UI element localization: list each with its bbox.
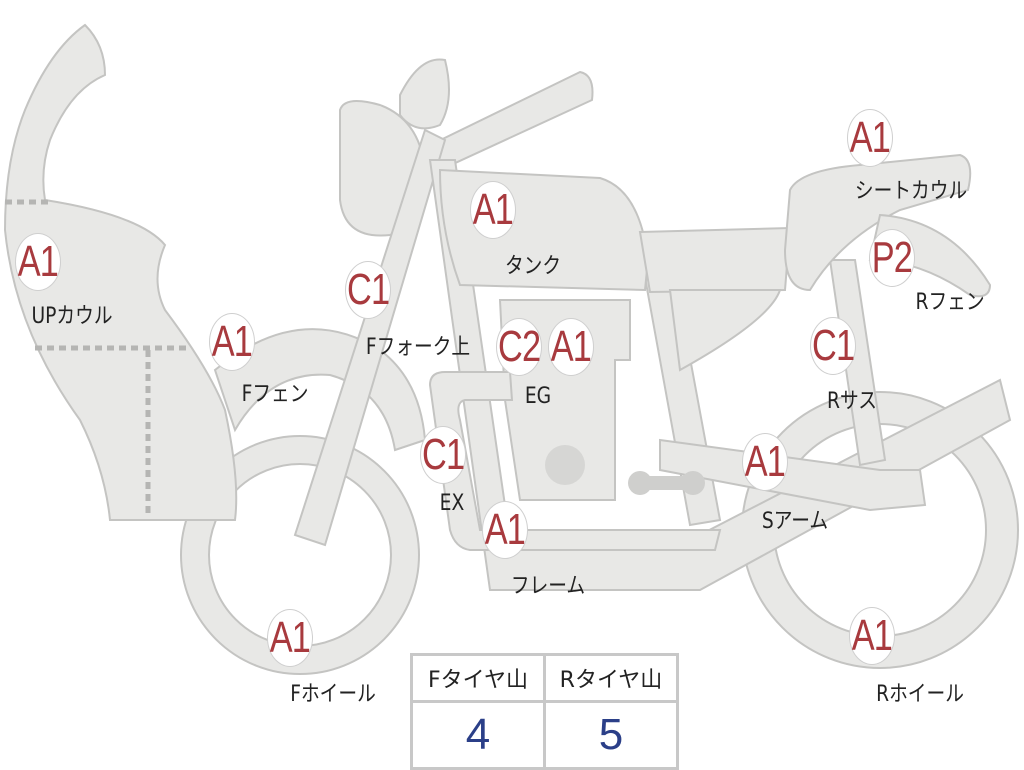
front-tire-value: 4 — [410, 700, 546, 770]
label-exhaust: EX — [439, 491, 465, 516]
grade-badge-engine-2: A1 — [548, 318, 594, 376]
rear-tire-header: Rタイヤ山 — [543, 653, 679, 703]
label-tank: タンク — [504, 254, 562, 279]
grade-badge-swing-arm: A1 — [742, 433, 788, 491]
swing-arm-shape — [659, 438, 927, 512]
label-rear-suspension: Rサス — [826, 389, 878, 414]
grade-badge-exhaust: C1 — [420, 426, 466, 484]
label-front-fender: Fフェン — [241, 382, 309, 407]
grade-badge-frame: A1 — [482, 501, 528, 559]
grade-badge-front-wheel: A1 — [267, 609, 313, 667]
exhaust-shape — [428, 371, 722, 551]
label-seat-cowl: シートカウル — [854, 179, 968, 204]
front-fork-shape — [293, 128, 447, 547]
seat-shape — [638, 226, 792, 294]
tire-tread-table: Fタイヤ山 Rタイヤ山 4 5 — [410, 653, 679, 770]
label-engine: EG — [524, 384, 552, 409]
label-rear-wheel: Rホイール — [876, 682, 964, 707]
label-rear-fender: Rフェン — [915, 290, 985, 315]
grade-badge-rear-wheel: A1 — [849, 607, 895, 665]
grade-badge-seat-cowl: A1 — [847, 109, 893, 167]
grade-badge-rear-suspension: C1 — [810, 317, 856, 375]
label-swing-arm: Sアーム — [761, 509, 829, 534]
label-front-wheel: Fホイール — [290, 682, 376, 707]
label-frame: フレーム — [510, 574, 586, 599]
front-tire-header: Fタイヤ山 — [410, 653, 546, 703]
rear-tire-value: 5 — [543, 700, 679, 770]
grade-badge-engine-1: C2 — [496, 318, 542, 376]
grade-badge-up-cowl: A1 — [15, 233, 61, 291]
grade-badge-tank: A1 — [470, 181, 516, 239]
grade-badge-front-fork: C1 — [345, 261, 391, 319]
label-up-cowl: UPカウル — [31, 304, 113, 329]
rear-suspension-shape — [828, 259, 887, 467]
grade-badge-front-fender: A1 — [209, 313, 255, 371]
grade-badge-rear-fender: P2 — [869, 229, 915, 287]
label-front-fork: Fフォーク上 — [365, 335, 471, 360]
